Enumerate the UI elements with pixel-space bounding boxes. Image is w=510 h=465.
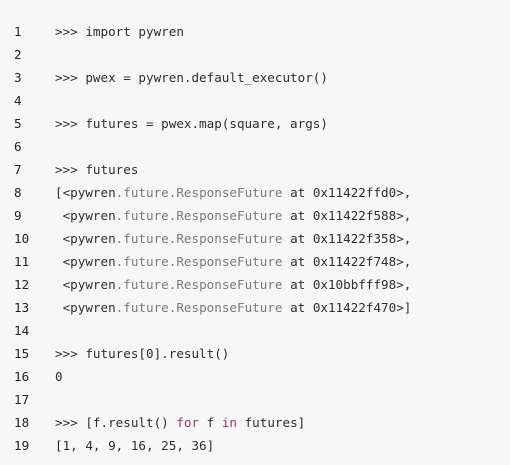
keyword-token: in bbox=[221, 415, 237, 430]
code-token: <pywren bbox=[55, 277, 116, 292]
code-line: 10 <pywren.future.ResponseFuture at 0x11… bbox=[0, 227, 510, 250]
line-number: 15 bbox=[14, 346, 30, 361]
code-text: <pywren.future.ResponseFuture at 0x11422… bbox=[55, 227, 412, 250]
code-token: at 0x11422f588>, bbox=[282, 208, 412, 223]
line-number: 1 bbox=[14, 24, 22, 39]
code-token: >>> import pywren bbox=[55, 24, 184, 39]
code-line: 9 <pywren.future.ResponseFuture at 0x114… bbox=[0, 204, 510, 227]
code-token: at 0x11422ffd0>, bbox=[282, 185, 412, 200]
line-number: 4 bbox=[14, 93, 22, 108]
line-number: 10 bbox=[14, 231, 30, 246]
code-token: >>> pwex = pywren.default_executor() bbox=[55, 70, 328, 85]
code-line: 7 >>> futures bbox=[0, 158, 510, 181]
code-line: 17 bbox=[0, 388, 510, 411]
code-text: >>> futures = pwex.map(square, args) bbox=[55, 112, 328, 135]
code-line: 18 >>> [f.result() for f in futures] bbox=[0, 411, 510, 434]
code-token: <pywren bbox=[55, 208, 116, 223]
code-token: at 0x11422f748>, bbox=[282, 254, 412, 269]
code-token: <pywren bbox=[55, 254, 116, 269]
code-text: >>> pwex = pywren.default_executor() bbox=[55, 66, 328, 89]
module-path-token: .future.ResponseFuture bbox=[115, 231, 283, 246]
code-text: >>> import pywren bbox=[55, 20, 184, 43]
line-number: 5 bbox=[14, 116, 22, 131]
line-number: 18 bbox=[14, 415, 30, 430]
code-text: [<pywren.future.ResponseFuture at 0x1142… bbox=[55, 181, 411, 204]
module-path-token: .future.ResponseFuture bbox=[115, 277, 283, 292]
line-number: 19 bbox=[14, 438, 30, 453]
code-text: <pywren.future.ResponseFuture at 0x11422… bbox=[55, 204, 412, 227]
code-line: 12 <pywren.future.ResponseFuture at 0x10… bbox=[0, 273, 510, 296]
code-text: <pywren.future.ResponseFuture at 0x11422… bbox=[55, 296, 412, 319]
line-number: 6 bbox=[14, 139, 22, 154]
code-line: 1 >>> import pywren bbox=[0, 20, 510, 43]
line-number: 8 bbox=[14, 185, 22, 200]
code-token: futures] bbox=[237, 415, 306, 430]
code-line: 11 <pywren.future.ResponseFuture at 0x11… bbox=[0, 250, 510, 273]
code-token: <pywren bbox=[55, 300, 116, 315]
line-number: 2 bbox=[14, 47, 22, 62]
line-number: 7 bbox=[14, 162, 22, 177]
line-number: 16 bbox=[14, 369, 30, 384]
keyword-token: for bbox=[176, 415, 200, 430]
code-line: 16 0 bbox=[0, 365, 510, 388]
code-token: >>> futures bbox=[55, 162, 139, 177]
code-text: <pywren.future.ResponseFuture at 0x11422… bbox=[55, 250, 412, 273]
code-line: 3 >>> pwex = pywren.default_executor() bbox=[0, 66, 510, 89]
code-line: 5 >>> futures = pwex.map(square, args) bbox=[0, 112, 510, 135]
line-number: 9 bbox=[14, 208, 22, 223]
code-token: <pywren bbox=[55, 231, 116, 246]
code-token: at 0x11422f470>] bbox=[282, 300, 412, 315]
code-token: >>> [f.result() bbox=[55, 415, 177, 430]
code-text: 0 bbox=[55, 365, 63, 388]
code-line: 6 bbox=[0, 135, 510, 158]
code-token: [<pywren bbox=[55, 185, 116, 200]
code-token: f bbox=[199, 415, 222, 430]
module-path-token: .future.ResponseFuture bbox=[115, 254, 283, 269]
code-line: 19 [1, 4, 9, 16, 25, 36] bbox=[0, 434, 510, 457]
line-number: 14 bbox=[14, 323, 30, 338]
code-token: at 0x11422f358>, bbox=[282, 231, 412, 246]
code-token: >>> futures[0].result() bbox=[55, 346, 230, 361]
code-token: at 0x10bbfff98>, bbox=[282, 277, 412, 292]
module-path-token: .future.ResponseFuture bbox=[115, 300, 283, 315]
code-line: 8 [<pywren.future.ResponseFuture at 0x114… bbox=[0, 181, 510, 204]
module-path-token: .future.ResponseFuture bbox=[115, 208, 283, 223]
code-line: 2 bbox=[0, 43, 510, 66]
code-line: 13 <pywren.future.ResponseFuture at 0x11… bbox=[0, 296, 510, 319]
line-number: 13 bbox=[14, 300, 30, 315]
code-line: 14 bbox=[0, 319, 510, 342]
module-path-token: .future.ResponseFuture bbox=[115, 185, 283, 200]
code-line: 15 >>> futures[0].result() bbox=[0, 342, 510, 365]
line-number: 3 bbox=[14, 70, 22, 85]
code-token: >>> futures = pwex.map(square, args) bbox=[55, 116, 328, 131]
line-number: 12 bbox=[14, 277, 30, 292]
line-number: 17 bbox=[14, 392, 30, 407]
code-line: 4 bbox=[0, 89, 510, 112]
code-text: >>> [f.result() for f in futures] bbox=[55, 411, 305, 434]
code-token: [1, 4, 9, 16, 25, 36] bbox=[55, 438, 215, 453]
code-text: >>> futures[0].result() bbox=[55, 342, 229, 365]
code-text: >>> futures bbox=[55, 158, 138, 181]
code-text: [1, 4, 9, 16, 25, 36] bbox=[55, 434, 214, 457]
code-text: <pywren.future.ResponseFuture at 0x10bbf… bbox=[55, 273, 412, 296]
line-number: 11 bbox=[14, 254, 30, 269]
code-token: 0 bbox=[55, 369, 63, 384]
